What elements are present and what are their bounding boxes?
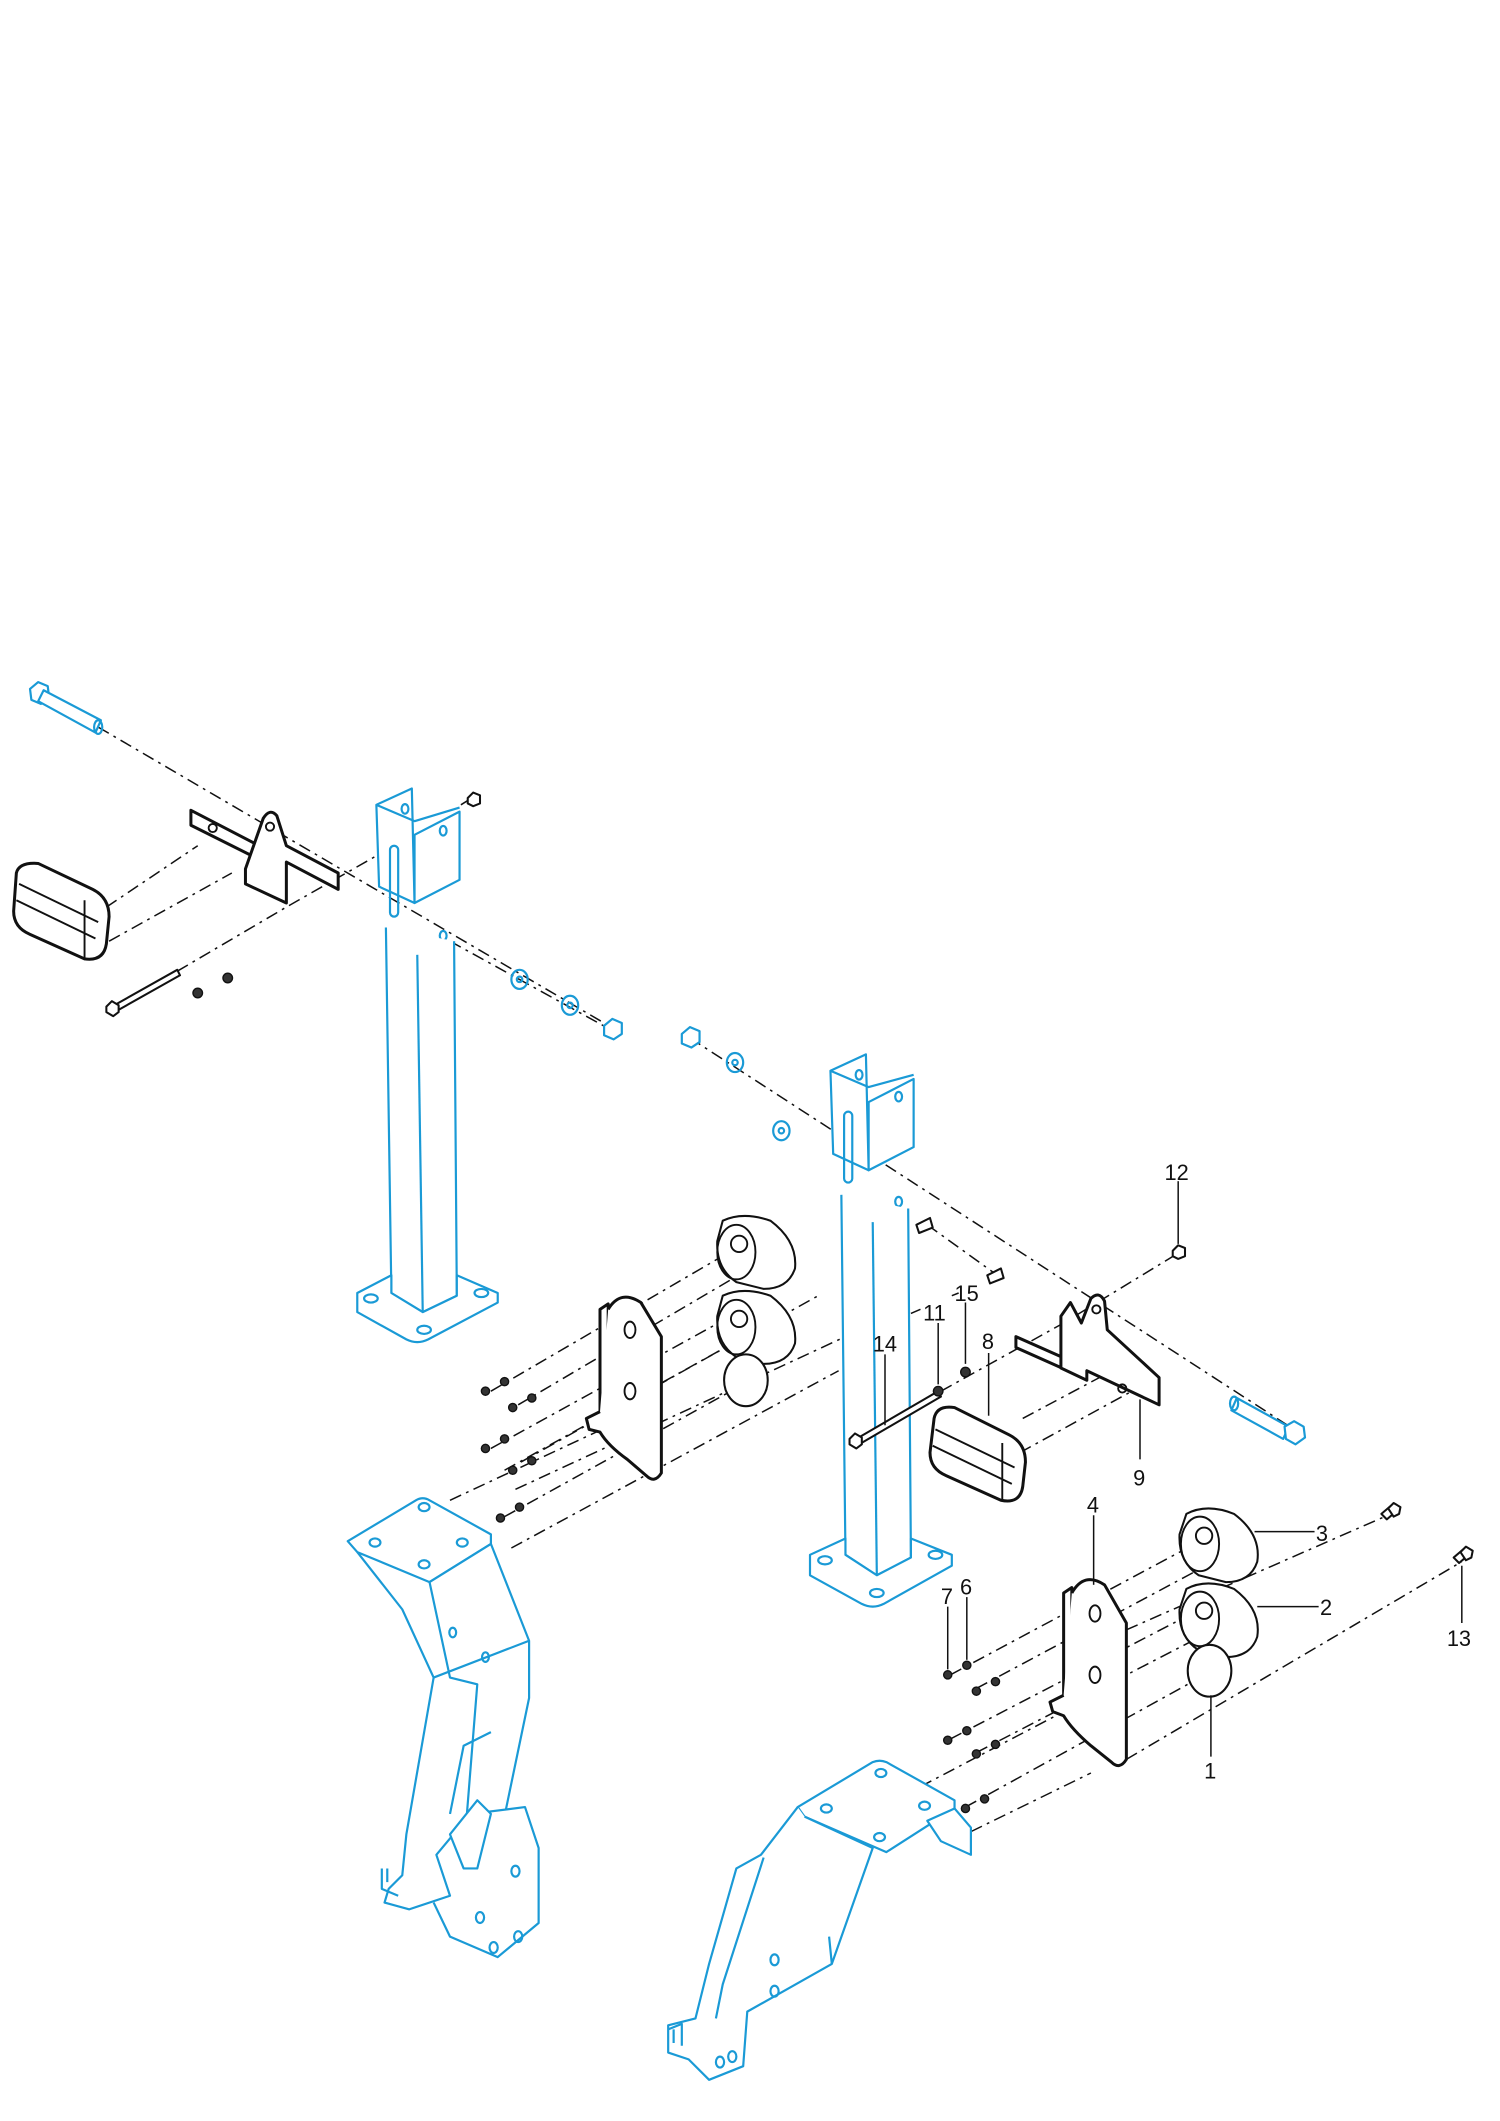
callout-7: 7 bbox=[941, 1584, 953, 1609]
callouts: 12 15 11 14 8 9 4 3 2 1 13 7 6 bbox=[873, 1160, 1471, 1784]
light-housing-right bbox=[1048, 1507, 1259, 1768]
callout-12: 12 bbox=[1165, 1160, 1189, 1185]
callout-11: 11 bbox=[923, 1300, 946, 1325]
nut-12 bbox=[1171, 1244, 1187, 1260]
washer-6 bbox=[962, 1660, 972, 1671]
work-lamp-left bbox=[12, 861, 111, 961]
long-bolt-right bbox=[1228, 1395, 1307, 1446]
callout-3: 3 bbox=[1316, 1521, 1328, 1546]
callout-13: 13 bbox=[1447, 1626, 1471, 1651]
lamp-lens-1 bbox=[1186, 1643, 1233, 1698]
washer-15 bbox=[959, 1366, 971, 1378]
nuts-washers-right-cluster bbox=[942, 1660, 1001, 1814]
mounting-plate-4 bbox=[1048, 1578, 1128, 1768]
mounting-frame-right bbox=[667, 1759, 972, 2081]
nut-washers-right-post bbox=[680, 1026, 791, 1142]
callout-9: 9 bbox=[1133, 1465, 1145, 1490]
bolts-13 bbox=[1380, 1501, 1474, 1565]
small-bolts-right bbox=[915, 1216, 1005, 1285]
light-housing-left bbox=[584, 1214, 797, 1481]
nut-washers-left-post bbox=[510, 968, 623, 1041]
callout-15: 15 bbox=[955, 1281, 979, 1306]
support-post-left bbox=[356, 787, 499, 1344]
bolt-and-washers-left bbox=[105, 791, 482, 1018]
support-post-right bbox=[808, 1053, 953, 1608]
bolt-and-washers-right bbox=[848, 1244, 1187, 1450]
washer-11 bbox=[932, 1385, 944, 1397]
lamp-bracket-left bbox=[189, 808, 340, 905]
long-bolt-left bbox=[28, 681, 104, 735]
callout-6: 6 bbox=[960, 1574, 972, 1599]
callout-4: 4 bbox=[1087, 1493, 1099, 1518]
nuts-washers-left-cluster bbox=[480, 1376, 537, 1523]
lamp-bracket-right bbox=[1014, 1293, 1161, 1407]
callout-14: 14 bbox=[873, 1332, 897, 1357]
work-lamp-right bbox=[928, 1405, 1027, 1503]
nut-7 bbox=[942, 1670, 953, 1680]
nut-top-left bbox=[466, 791, 482, 808]
callout-2: 2 bbox=[1320, 1595, 1332, 1620]
callout-8: 8 bbox=[982, 1329, 994, 1354]
mounting-frame-left bbox=[346, 1497, 540, 1959]
callout-1: 1 bbox=[1204, 1758, 1216, 1783]
